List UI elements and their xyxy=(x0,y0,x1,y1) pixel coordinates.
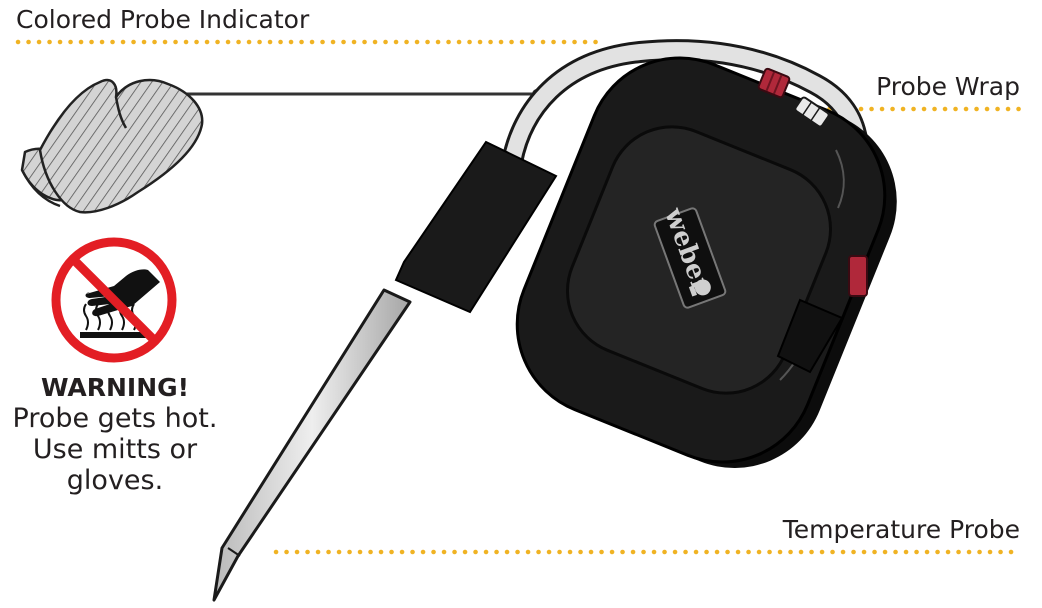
colored-probe-indicator-side xyxy=(848,255,868,297)
temperature-probe-shaft xyxy=(212,288,412,602)
probe-wrap-connector xyxy=(794,96,830,128)
colored-probe-indicator-top xyxy=(757,67,791,99)
probe-wrap-label: Probe Wrap xyxy=(876,72,1020,101)
colored-probe-indicator-label: Colored Probe Indicator xyxy=(16,5,310,34)
warning-text-block: WARNING! Probe gets hot. Use mitts or gl… xyxy=(4,372,226,496)
warning-title: WARNING! xyxy=(40,373,190,402)
oven-mitt-icon xyxy=(20,78,204,214)
no-touch-hot-surface-icon xyxy=(51,237,177,363)
temperature-probe-label: Temperature Probe xyxy=(782,515,1020,544)
warning-line-1: Probe gets hot. xyxy=(12,403,218,434)
probe-cable xyxy=(501,39,870,173)
warning-line-2: Use mitts or xyxy=(32,434,198,465)
warning-line-3: gloves. xyxy=(66,465,164,496)
